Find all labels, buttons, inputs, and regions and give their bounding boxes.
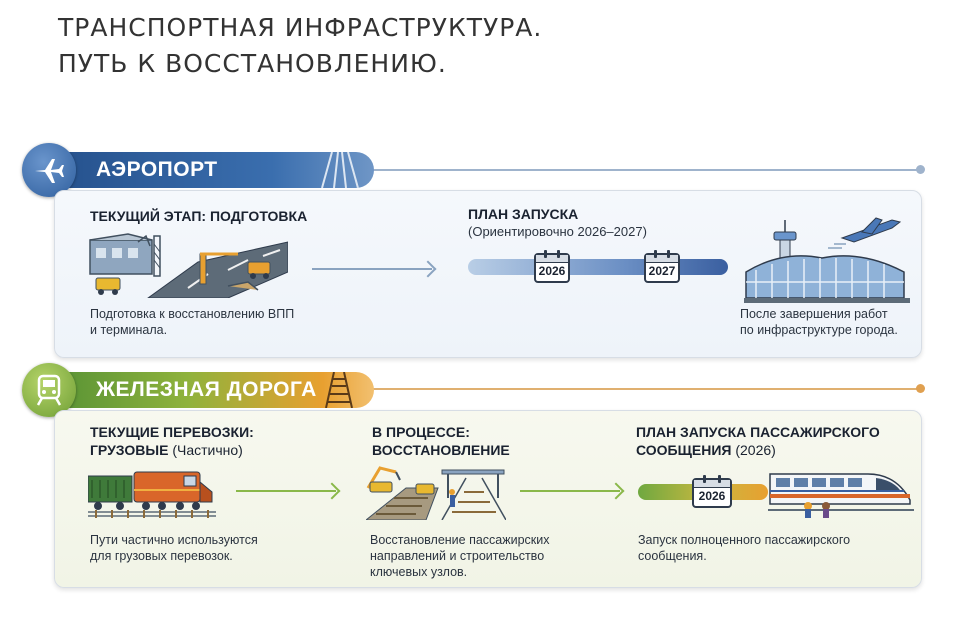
railway-plan-heading-note: (2026) xyxy=(735,442,776,458)
railway-current-caption-line-2: для грузовых перевозок. xyxy=(90,549,233,563)
railway-current-heading-note: (Частично) xyxy=(172,442,243,458)
airport-year-start: 2026 xyxy=(538,264,566,278)
railway-progress-heading-line-1: В ПРОЦЕССЕ: xyxy=(372,424,470,440)
airport-construction-illustration xyxy=(89,233,288,298)
railway-current-caption: Пути частично используются для грузовых … xyxy=(90,532,258,564)
railway-current-heading-line-2: ГРУЗОВЫЕ (Частично) xyxy=(90,441,254,459)
railway-plan-caption: Запуск полноценного пассажирского сообще… xyxy=(638,532,850,564)
airport-banner-label: АЭРОПОРТ xyxy=(96,158,218,181)
railway-banner: ЖЕЛЕЗНАЯ ДОРОГА xyxy=(34,372,374,408)
railway-current-heading-type: ГРУЗОВЫЕ xyxy=(90,442,169,458)
airport-section-line xyxy=(370,169,918,171)
airport-final-caption-line-1: После завершения работ xyxy=(740,307,888,321)
railway-construction-illustration xyxy=(366,466,506,520)
airport-terminal-illustration xyxy=(744,217,910,303)
railway-plan-caption-line-2: сообщения. xyxy=(638,549,707,563)
rail-track-icon xyxy=(325,372,353,408)
airport-plan-heading: ПЛАН ЗАПУСКА xyxy=(468,206,579,222)
railway-calendar-2026: 2026 xyxy=(692,475,732,508)
railway-plan-heading: ПЛАН ЗАПУСКА ПАССАЖИРСКОГО СООБЩЕНИЯ (20… xyxy=(636,423,880,459)
railway-banner-label: ЖЕЛЕЗНАЯ ДОРОГА xyxy=(96,378,317,401)
airport-timeline-bar xyxy=(468,259,728,275)
railway-current-heading-line-1: ТЕКУЩИЕ ПЕРЕВОЗКИ: xyxy=(90,424,254,440)
passenger-train-illustration xyxy=(768,473,914,518)
railway-progress-caption-line-2: направлений и строительство xyxy=(370,549,545,563)
railway-section-line xyxy=(370,388,918,390)
airport-calendar-2027: 2027 xyxy=(644,250,680,283)
railway-year: 2026 xyxy=(698,489,726,503)
railway-current-caption-line-1: Пути частично используются xyxy=(90,533,258,547)
freight-train-illustration xyxy=(88,471,216,518)
railway-progress-caption-line-3: ключевых узлов. xyxy=(370,565,468,579)
airport-year-end: 2027 xyxy=(648,264,676,278)
airport-final-caption-line-2: по инфраструктуре города. xyxy=(740,323,898,337)
airplane-icon xyxy=(22,143,76,197)
page-title-line-2: ПУТЬ К ВОССТАНОВЛЕНИЮ. xyxy=(58,49,447,78)
airport-calendar-2026: 2026 xyxy=(534,250,570,283)
airport-final-caption: После завершения работ по инфраструктуре… xyxy=(740,306,898,338)
airport-current-caption: Подготовка к восстановлению ВПП и термин… xyxy=(90,306,294,338)
airport-current-heading: ТЕКУЩИЙ ЭТАП: ПОДГОТОВКА xyxy=(90,208,308,224)
airport-current-caption-line-1: Подготовка к восстановлению ВПП xyxy=(90,307,295,321)
railway-arrow-1 xyxy=(236,490,336,492)
airport-current-caption-line-2: и терминала. xyxy=(90,323,168,337)
airport-section-dot xyxy=(916,165,925,174)
railway-arrow-2 xyxy=(520,490,620,492)
airport-plan-subheading: (Ориентировочно 2026–2027) xyxy=(468,224,647,239)
railway-plan-heading-service: СООБЩЕНИЯ xyxy=(636,442,732,458)
railway-progress-heading: В ПРОЦЕССЕ: ВОССТАНОВЛЕНИЕ xyxy=(372,423,510,459)
railway-plan-heading-line-2: СООБЩЕНИЯ (2026) xyxy=(636,441,880,459)
railway-section-dot xyxy=(916,384,925,393)
railway-plan-heading-line-1: ПЛАН ЗАПУСКА ПАССАЖИРСКОГО xyxy=(636,424,880,440)
railway-current-heading: ТЕКУЩИЕ ПЕРЕВОЗКИ: ГРУЗОВЫЕ (Частично) xyxy=(90,423,254,459)
railway-progress-caption-line-1: Восстановление пассажирских xyxy=(370,533,550,547)
train-icon xyxy=(22,363,76,417)
airport-arrow-1 xyxy=(312,268,432,270)
railway-progress-caption: Восстановление пассажирских направлений … xyxy=(370,532,550,580)
railway-progress-heading-line-2: ВОССТАНОВЛЕНИЕ xyxy=(372,442,510,458)
runway-icon xyxy=(321,152,359,188)
page-title: ТРАНСПОРТНАЯ ИНФРАСТРУКТУРА. ПУТЬ К ВОСС… xyxy=(58,10,542,82)
airport-banner: АЭРОПОРТ xyxy=(34,152,374,188)
page-title-line-1: ТРАНСПОРТНАЯ ИНФРАСТРУКТУРА. xyxy=(58,13,543,42)
railway-plan-caption-line-1: Запуск полноценного пассажирского xyxy=(638,533,851,547)
